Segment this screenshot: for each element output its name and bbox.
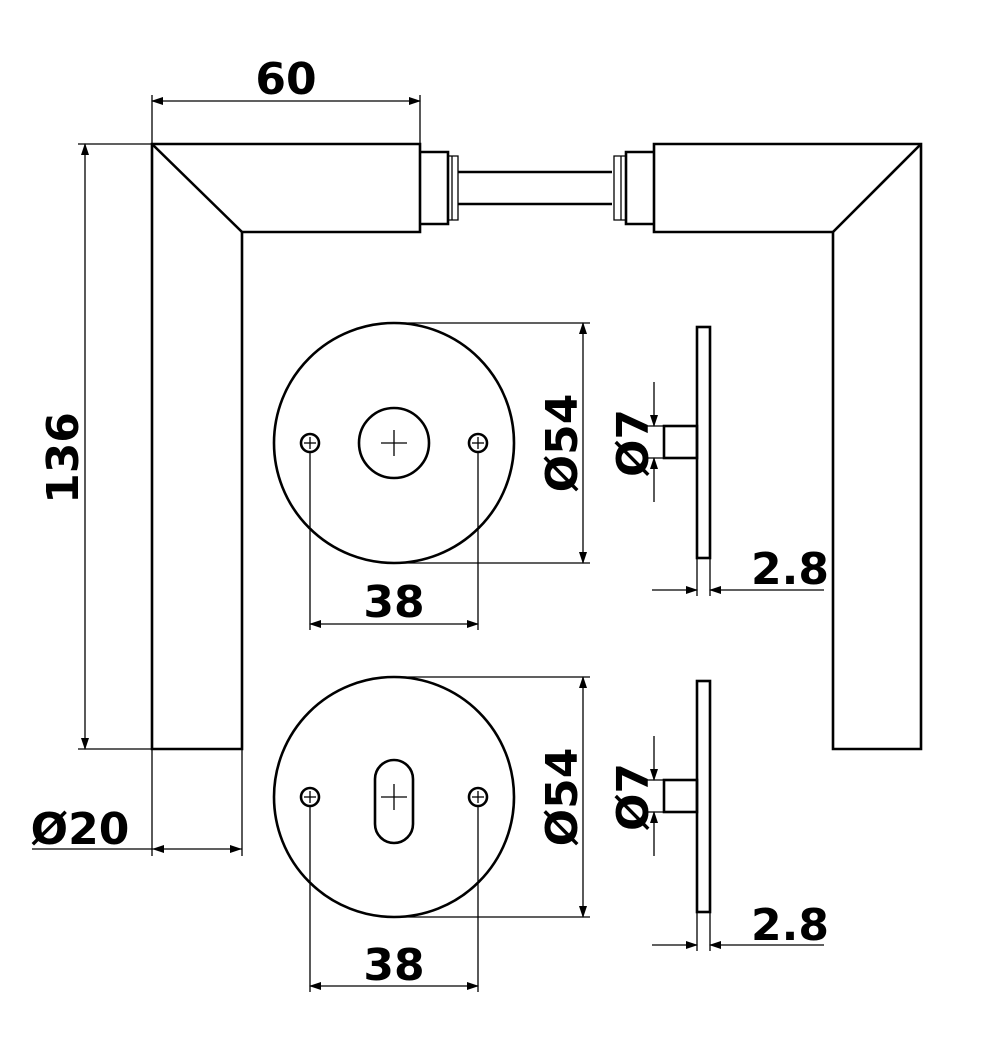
- dimension-rose-bottom-pin: Ø7: [608, 736, 664, 856]
- spindle: [458, 170, 612, 206]
- rose-bottom-side-profile: [662, 679, 712, 914]
- screw-hole: [299, 786, 321, 808]
- screw-hole: [299, 432, 321, 454]
- rose-top-spacing-label: 38: [363, 577, 424, 628]
- dimension-handle-diameter: Ø20: [31, 749, 243, 856]
- dimension-handle-width: 60: [151, 54, 421, 144]
- screw-hole: [467, 786, 489, 808]
- rose-bottom-pin-label: Ø7: [608, 763, 659, 831]
- rose-top-thickness-label: 2.8: [751, 544, 829, 595]
- rose-bottom-spacing-label: 38: [363, 940, 424, 991]
- dimension-rose-bottom-diameter: Ø54: [394, 676, 590, 918]
- right-lever-handle: [613, 142, 923, 751]
- rose-top-side-profile: [662, 325, 712, 560]
- left-lever-handle: [150, 142, 459, 751]
- handle-width-label: 60: [255, 54, 316, 105]
- screw-hole: [467, 432, 489, 454]
- handle-height-label: 136: [38, 412, 89, 504]
- rose-top-pin-label: Ø7: [608, 409, 659, 477]
- handle-diameter-label: Ø20: [31, 804, 130, 855]
- rose-bottom-thickness-label: 2.8: [751, 900, 829, 951]
- dimension-rose-top-diameter: Ø54: [394, 322, 590, 564]
- dimension-rose-bottom-spacing: 38: [309, 806, 479, 992]
- dimension-rose-top-thickness: 2.8: [652, 544, 829, 596]
- dimension-handle-height: 136: [38, 143, 152, 750]
- dimension-rose-top-pin: Ø7: [608, 382, 664, 502]
- rose-top-diameter-label: Ø54: [537, 394, 588, 493]
- dimension-rose-bottom-thickness: 2.8: [652, 900, 829, 951]
- rose-bottom-diameter-label: Ø54: [537, 748, 588, 847]
- dimension-rose-top-spacing: 38: [309, 452, 479, 630]
